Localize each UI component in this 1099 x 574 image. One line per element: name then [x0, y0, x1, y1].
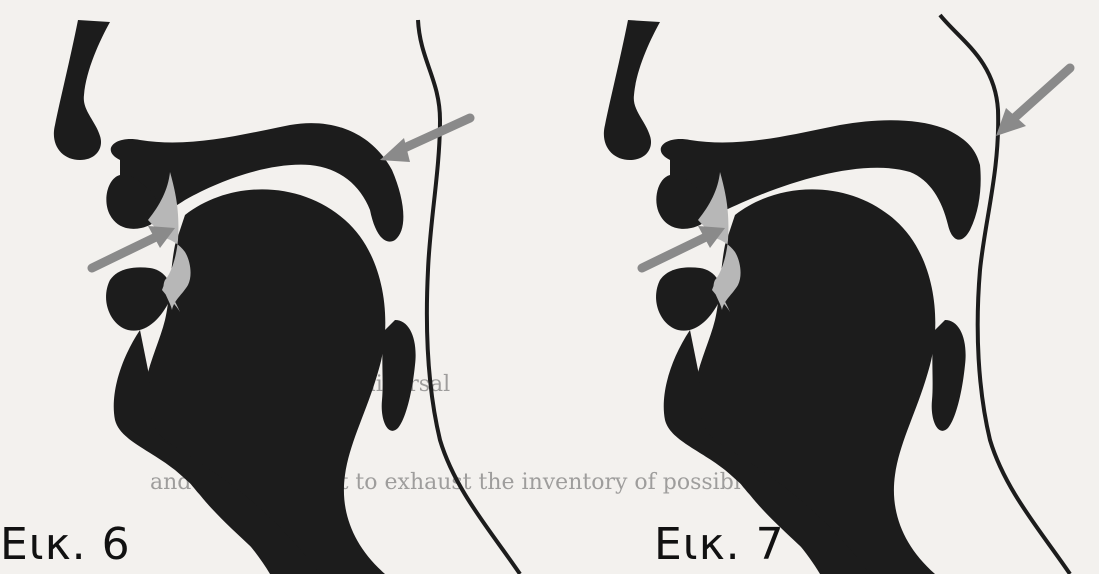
epiglottis-shape	[382, 320, 416, 431]
figure-7: Εικ. 7	[550, 0, 1095, 574]
lower-lip-shape	[656, 267, 721, 330]
pharynx-wall-line	[940, 15, 1070, 574]
lower-lip-shape	[106, 267, 171, 330]
vocal-tract-diagram-6	[0, 0, 545, 574]
nose-shape	[54, 20, 110, 160]
figure-6: Εικ. 6	[0, 0, 545, 574]
arrow-lips	[92, 226, 175, 268]
arrow-lips	[642, 226, 725, 268]
epiglottis-shape	[932, 320, 966, 431]
arrow-nasal	[996, 68, 1070, 136]
arrow-velum	[380, 118, 470, 162]
nose-shape	[604, 20, 660, 160]
figure-7-caption: Εικ. 7	[654, 519, 785, 570]
pharynx-wall-line	[418, 20, 520, 574]
figure-6-caption: Εικ. 6	[0, 519, 131, 570]
vocal-tract-diagram-7	[550, 0, 1095, 574]
